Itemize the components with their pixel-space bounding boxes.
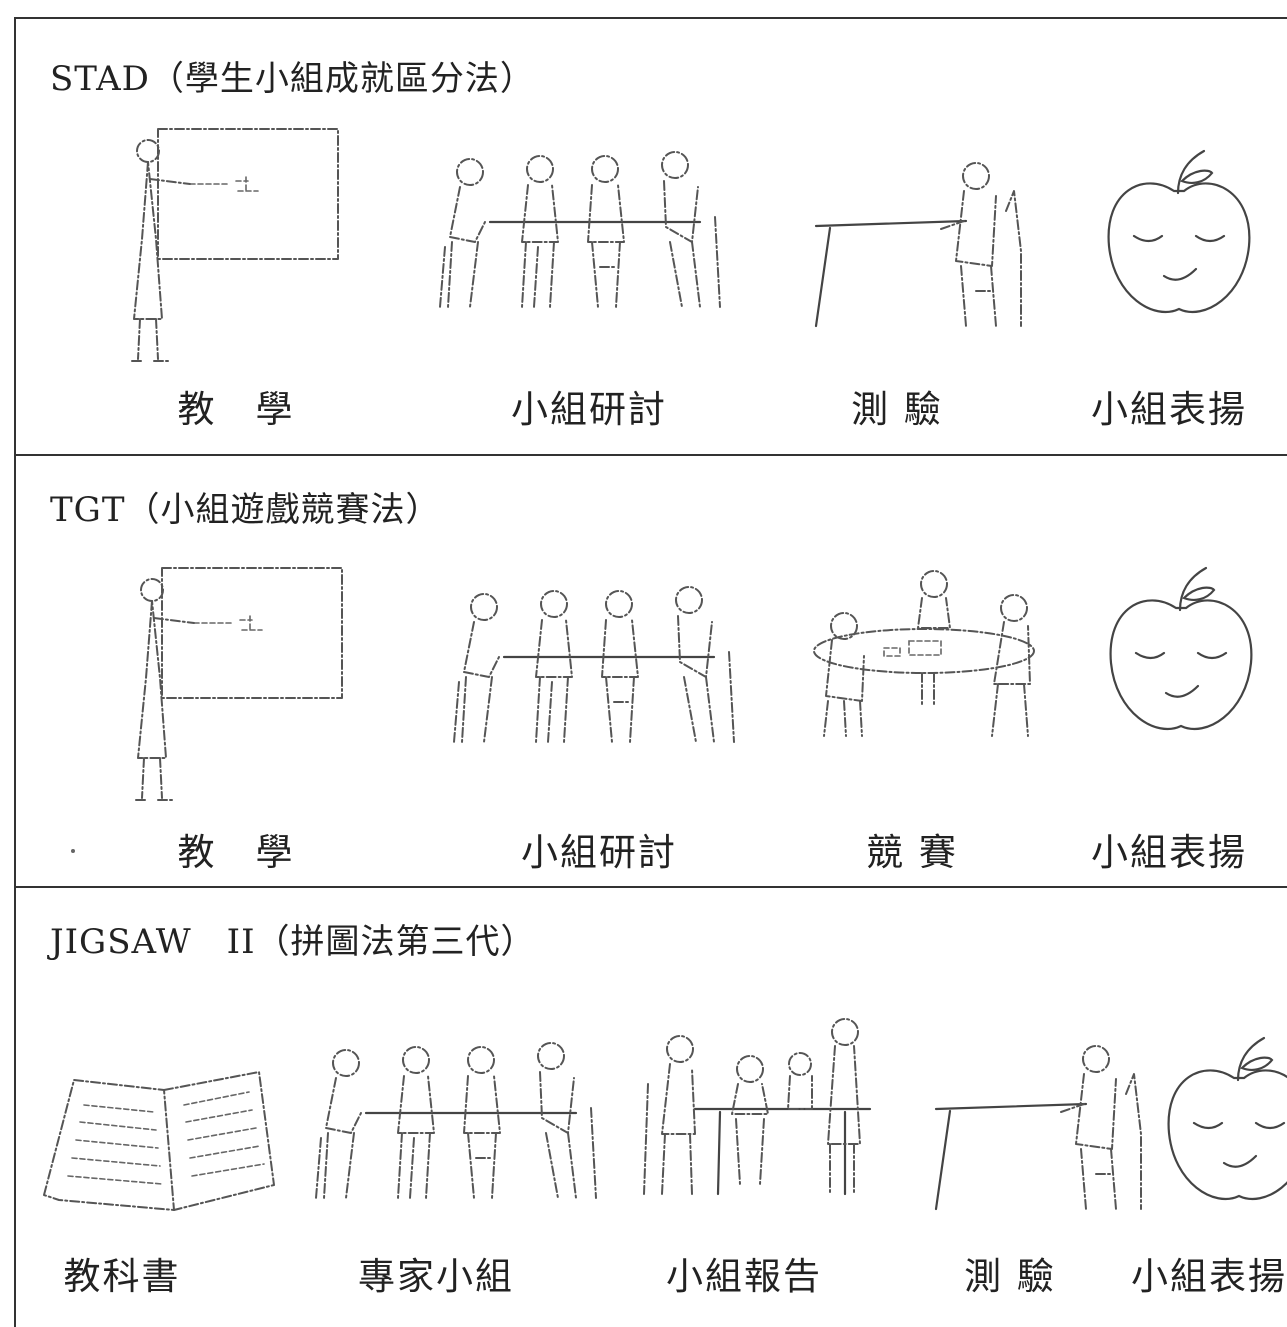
step-label: 小組研討 [511, 388, 667, 431]
diagram-frame [14, 17, 1287, 1327]
step-label: 小組表揚 [1091, 831, 1247, 874]
section-title: TGT（小組遊戲競賽法） [50, 490, 441, 530]
step-label: 測 驗 [964, 1255, 1056, 1298]
section-title: JIGSAW II（拼圖法第三代） [50, 922, 536, 962]
student-test-icon [934, 1034, 1151, 1214]
section-jigsaw: JIGSAW II（拼圖法第三代） 教科書 專家小組 小組報告 測 驗 小組表揚 [14, 888, 1287, 1314]
step-label: 測 驗 [851, 388, 943, 431]
step-label: 教 學 [177, 831, 295, 874]
group-table-icon [430, 147, 730, 317]
section-tgt: TGT（小組遊戲競賽法） 教 學 小組研討 競 賽 小組表揚 [14, 456, 1287, 886]
section-stad: STAD（學生小組成就區分法） 教 學 小組研討 測 驗 小組表揚 [14, 19, 1287, 454]
apple-smile-icon [1106, 566, 1256, 743]
step-label: 小組表揚 [1131, 1255, 1287, 1298]
section-title: STAD（學生小組成就區分法） [50, 59, 535, 99]
teacher-board-icon [132, 567, 362, 808]
group-report-icon [640, 1017, 880, 1204]
apple-smile-icon [1104, 149, 1254, 326]
teacher-board-icon [128, 128, 358, 369]
section-divider [14, 454, 1287, 456]
step-label: 小組研討 [521, 831, 677, 874]
expert-group-icon [306, 1038, 606, 1208]
open-book-icon [43, 1060, 279, 1215]
step-label: 小組報告 [666, 1255, 822, 1298]
step-label: 小組表揚 [1091, 388, 1247, 431]
apple-smile-icon [1164, 1036, 1287, 1213]
stray-mark [71, 849, 75, 853]
student-test-icon [814, 151, 1031, 331]
step-label: 專家小組 [358, 1255, 514, 1298]
round-table-game-icon [813, 566, 1054, 741]
step-label: 競 賽 [866, 831, 958, 874]
step-label: 教科書 [63, 1255, 181, 1298]
group-table-icon [444, 582, 744, 752]
section-divider [14, 886, 1287, 888]
step-label: 教 學 [177, 388, 295, 431]
